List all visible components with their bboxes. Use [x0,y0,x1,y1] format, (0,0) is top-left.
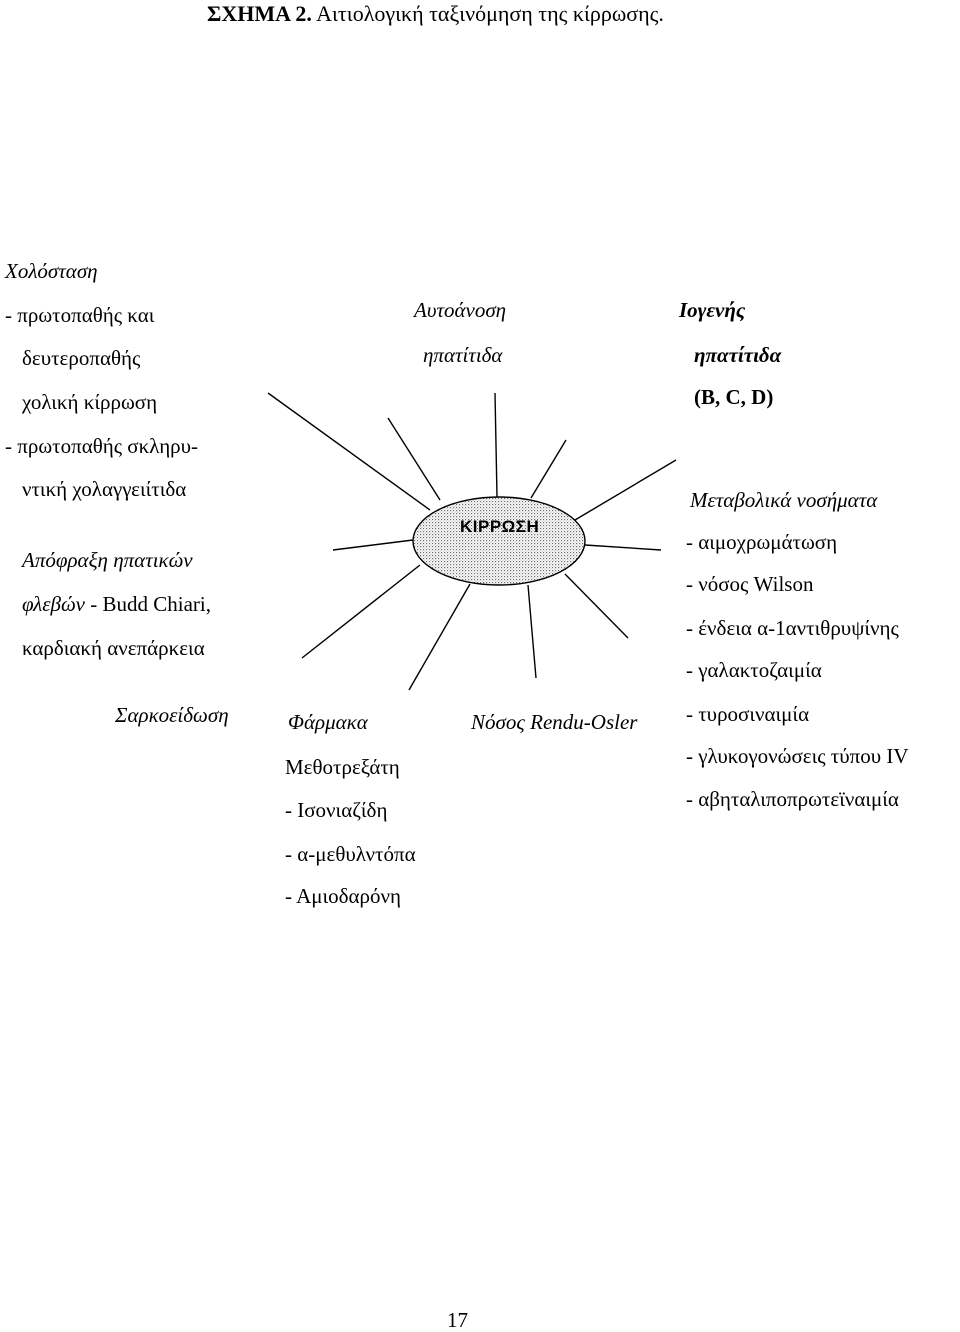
metabolic-item: - αβηταλιποπρωτεϊναιμία [686,787,899,811]
rendu-osler-label: Νόσος Rendu-Osler [471,710,638,734]
figure-caption: Αιτιολογική ταξινόμηση της κίρρωσης. [316,1,664,26]
spoke-lines [267,392,677,691]
spoke [301,564,421,659]
spoke [527,584,537,679]
venous-line-3: καρδιακή ανεπάρκεια [22,636,205,660]
venous-line-2: φλεβών - Budd Chiari, [22,592,211,616]
viral-line-3: (B, C, D) [694,385,774,409]
drug-item: - Αμιοδαρόνη [285,884,402,908]
venous-veins-word: φλεβών [22,592,85,616]
autoimmune-line-1: Αυτοάνοση [414,298,507,322]
metabolic-item: - αιμοχρωμάτωση [686,530,838,554]
spoke [584,544,662,551]
autoimmune-line-2: ηπατίτιδα [423,343,503,367]
viral-line-1: Ιογενής [679,298,746,322]
drug-item: Μεθοτρεξάτη [285,755,400,779]
spoke [332,539,414,551]
cholestasis-line: δευτεροπαθής [22,346,141,370]
cholestasis-heading: Χολόσταση [5,259,98,283]
spoke [574,459,677,521]
spoke [530,439,567,499]
drug-item: - α-μεθυλντόπα [285,842,416,866]
cirrhosis-ellipse [412,496,586,586]
cirrhosis-label: ΚΙΡΡΩΣΗ [460,517,540,536]
figure-title: ΣΧΗΜΑ 2. Αιτιολογική ταξινόμηση της κίρρ… [207,2,664,26]
cholestasis-line: - πρωτοπαθής και [5,303,155,327]
spoke [494,392,498,498]
spoke [387,417,441,501]
metabolic-item: - ένδεια α-1αντιθρυψίνης [686,616,899,640]
figure-number: ΣΧΗΜΑ 2. [207,1,312,26]
venous-line-1: Απόφραξη ηπατικών [22,548,193,572]
drug-item: - Ισονιαζίδη [285,798,388,822]
cholestasis-line: χολική κίρρωση [22,390,158,414]
metabolic-item: - τυροσιναιμία [686,702,810,726]
venous-budd-chiari: - Budd Chiari, [84,592,211,616]
sarcoidosis-label: Σαρκοείδωση [115,703,229,727]
spoke [564,573,629,639]
metabolic-item: - νόσος Wilson [686,572,814,596]
spoke [267,392,431,511]
drugs-heading: Φάρμακα [288,710,368,734]
cholestasis-line: ντική χολαγγειίτιδα [22,477,187,501]
page-number: 17 [447,1308,468,1332]
cholestasis-line: - πρωτοπαθής σκληρυ- [5,434,199,458]
viral-line-2: ηπατίτιδα [694,343,782,367]
metabolic-item: - γλυκογονώσεις τύπου IV [686,744,909,768]
metabolic-heading: Μεταβολικά νοσήματα [690,488,878,512]
metabolic-item: - γαλακτοζαιμία [686,658,822,682]
spoke [408,583,471,691]
